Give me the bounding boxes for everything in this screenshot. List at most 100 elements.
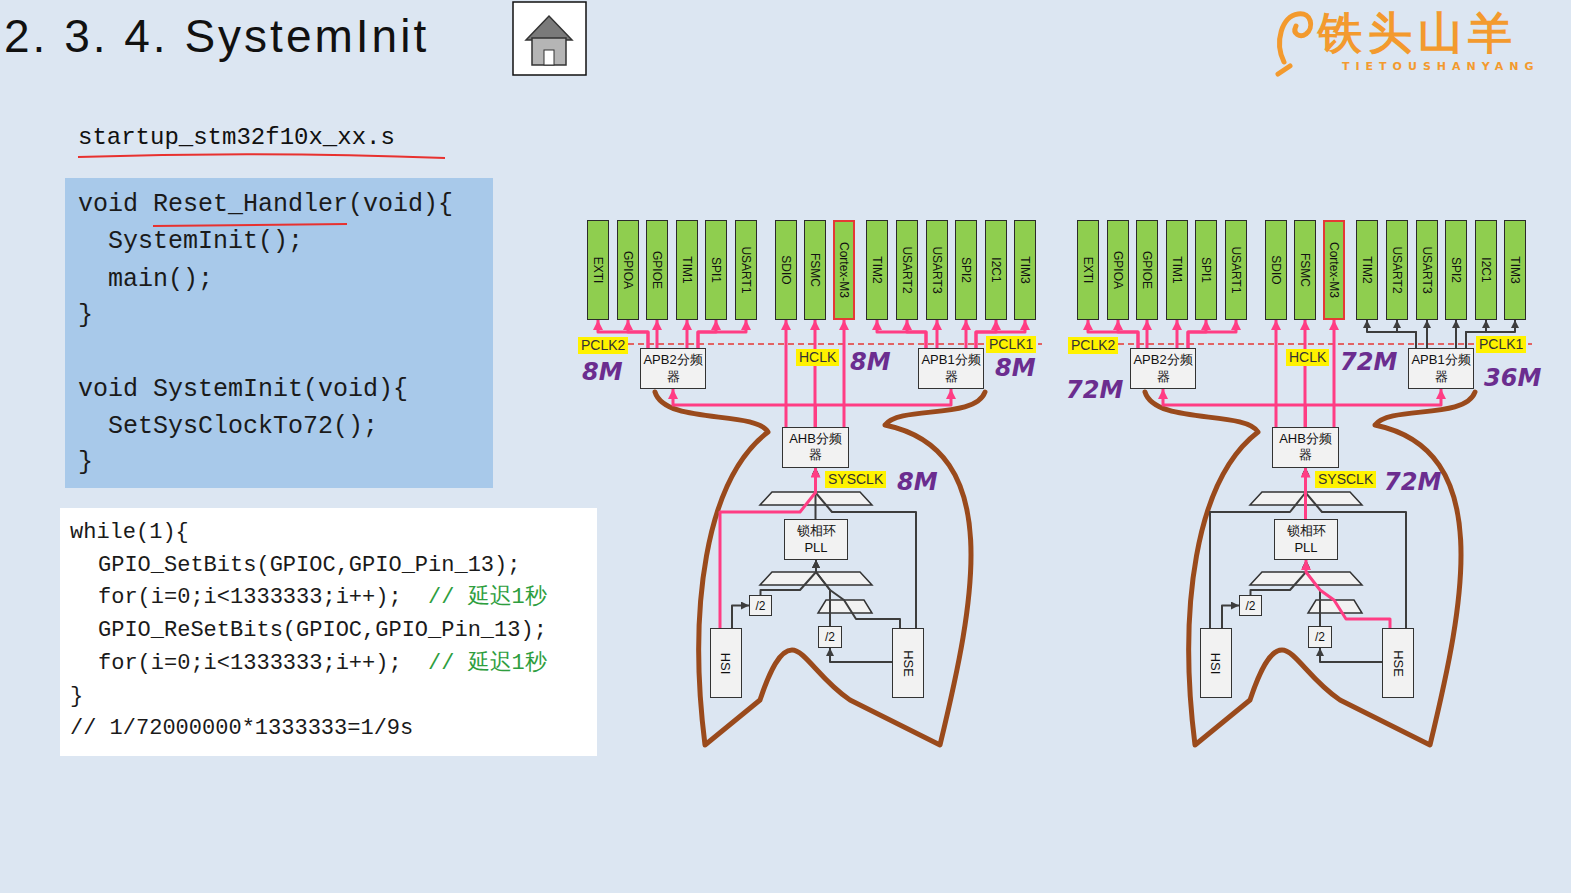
page-title: 2. 3. 4. SystemInit <box>4 10 429 62</box>
prescaler-box: AHB分频器 <box>782 427 849 468</box>
home-icon <box>513 2 586 75</box>
clock-signal-label: PCLK1 <box>986 336 1036 353</box>
clock-signal-label: PCLK2 <box>578 337 628 354</box>
clock-arrow <box>1306 560 1320 626</box>
peripheral-name: Cortex-M3 <box>1327 242 1341 298</box>
peripheral-name: GPIOA <box>621 251 635 289</box>
peripheral-name: USART2 <box>900 246 914 293</box>
clock-arrow <box>628 320 648 348</box>
frequency-note: 8M <box>850 348 891 376</box>
frequency-note: 36M <box>1484 364 1541 392</box>
code-line: SetSysClockTo72(); <box>108 412 378 442</box>
prescaler-name: APB1分频器 <box>921 352 981 385</box>
peripheral-box: I2C1 <box>1475 220 1497 320</box>
pll-name: PLL <box>1294 540 1317 556</box>
pll-box: 锁相环PLL <box>1274 519 1338 560</box>
code-line: void SystemInit(void){ <box>78 375 408 405</box>
clock-arrow <box>814 320 817 427</box>
peripheral-name: Cortex-M3 <box>837 242 851 298</box>
clock-signal-label: SYSCLK <box>825 471 886 488</box>
code-line: GPIO_ReSetBits(GPIOC,GPIO_Pin_13); <box>98 617 547 645</box>
code-line: while(1){ <box>70 519 189 547</box>
logo-icon <box>1278 14 1311 74</box>
code-line: for(i=0;i<1333333;i++); <box>98 584 402 612</box>
peripheral-name: EXTI <box>591 257 605 284</box>
clock-arrow <box>1275 320 1278 427</box>
peripheral-name: SPI2 <box>1449 257 1463 283</box>
divider-text: /2 <box>1315 630 1325 644</box>
code-line: GPIO_SetBits(GPIOC,GPIO_Pin_13); <box>98 552 520 580</box>
clock-arrow <box>686 320 689 348</box>
logo-text: 铁头山羊 <box>1318 8 1518 58</box>
peripheral-box: USART3 <box>1416 220 1438 320</box>
peripheral-box: SPI1 <box>1195 220 1217 320</box>
clock-arrow <box>1222 606 1239 629</box>
clock-arrow <box>1426 320 1428 348</box>
prescaler-box: APB2分频器 <box>640 348 706 389</box>
peripheral-box: SDIO <box>1265 220 1287 320</box>
clock-arrow <box>656 320 659 348</box>
clock-arrow <box>1163 389 1306 427</box>
oscillator-box: HSE <box>892 628 924 698</box>
code-line: // 延迟1秒 <box>428 584 547 612</box>
oscillator-name: HSE <box>1390 650 1405 677</box>
peripheral-box: USART1 <box>1225 220 1247 320</box>
peripheral-box: SPI2 <box>1445 220 1467 320</box>
peripheral-name: TIM3 <box>1508 256 1522 283</box>
code-line: } <box>70 683 83 711</box>
oscillator-name: HSI <box>718 652 733 674</box>
peripheral-name: GPIOA <box>1111 251 1125 289</box>
pll-name: 锁相环 <box>1287 523 1326 539</box>
frequency-note: 8M <box>897 468 938 496</box>
clock-signal-label: PCLK2 <box>1068 337 1118 354</box>
clock-arrow <box>1304 320 1307 427</box>
peripheral-box: SPI2 <box>955 220 977 320</box>
clock-arrow <box>816 560 830 626</box>
code-line: void Reset_Handler(void){ <box>78 190 453 220</box>
peripheral-name: USART2 <box>1390 246 1404 293</box>
oscillator-name: HSI <box>1208 652 1223 674</box>
peripheral-box: TIM2 <box>1356 220 1378 320</box>
code-line: SystemInit(); <box>108 227 303 257</box>
peripheral-name: TIM1 <box>1170 256 1184 283</box>
prescaler-box: APB1分频器 <box>1408 348 1474 389</box>
clock-arrow <box>1367 320 1416 348</box>
clock-arrow <box>816 389 952 427</box>
peripheral-name: SDIO <box>779 255 793 284</box>
peripheral-box: USART2 <box>1386 220 1408 320</box>
peripheral-box: GPIOA <box>1107 220 1129 320</box>
oscillator-box: HSI <box>710 628 742 698</box>
clock-arrow <box>965 320 968 348</box>
prescaler-name: AHB分频器 <box>1275 431 1336 464</box>
peripheral-name: SDIO <box>1269 255 1283 284</box>
peripheral-name: USART1 <box>1229 246 1243 293</box>
clock-arrow <box>1251 560 1307 595</box>
clock-arrow <box>698 320 716 348</box>
prescaler-box: AHB分频器 <box>1272 427 1339 468</box>
peripheral-box: USART3 <box>926 220 948 320</box>
clock-arrow <box>1188 320 1236 348</box>
file-name: startup_stm32f10x_xx.s <box>78 124 395 152</box>
prescaler-box: APB2分频器 <box>1130 348 1196 389</box>
clock-arrow <box>1118 320 1138 348</box>
peripheral-box: TIM3 <box>1504 220 1526 320</box>
peripheral-name: SPI2 <box>959 257 973 283</box>
clock-arrow <box>877 320 926 348</box>
prescaler-name: AHB分频器 <box>785 431 846 464</box>
divider-box: /2 <box>749 595 772 616</box>
divider-box: /2 <box>1239 595 1262 616</box>
prescaler-name: APB2分频器 <box>643 352 703 385</box>
clock-arrow <box>1306 389 1442 427</box>
divider-box: /2 <box>1308 626 1332 648</box>
clock-arrow <box>1188 320 1206 348</box>
code-line: // 延迟1秒 <box>428 650 547 678</box>
pll-name: 锁相环 <box>797 523 836 539</box>
peripheral-name: EXTI <box>1081 257 1095 284</box>
code-line: for(i=0;i<1333333;i++); <box>98 650 402 678</box>
oscillator-name: HSE <box>900 650 915 677</box>
pll-name: PLL <box>804 540 827 556</box>
frequency-note: 72M <box>1340 348 1397 376</box>
peripheral-name: FSMC <box>1298 253 1312 287</box>
peripheral-name: I2C1 <box>1479 257 1493 282</box>
clock-arrow <box>1455 320 1457 348</box>
